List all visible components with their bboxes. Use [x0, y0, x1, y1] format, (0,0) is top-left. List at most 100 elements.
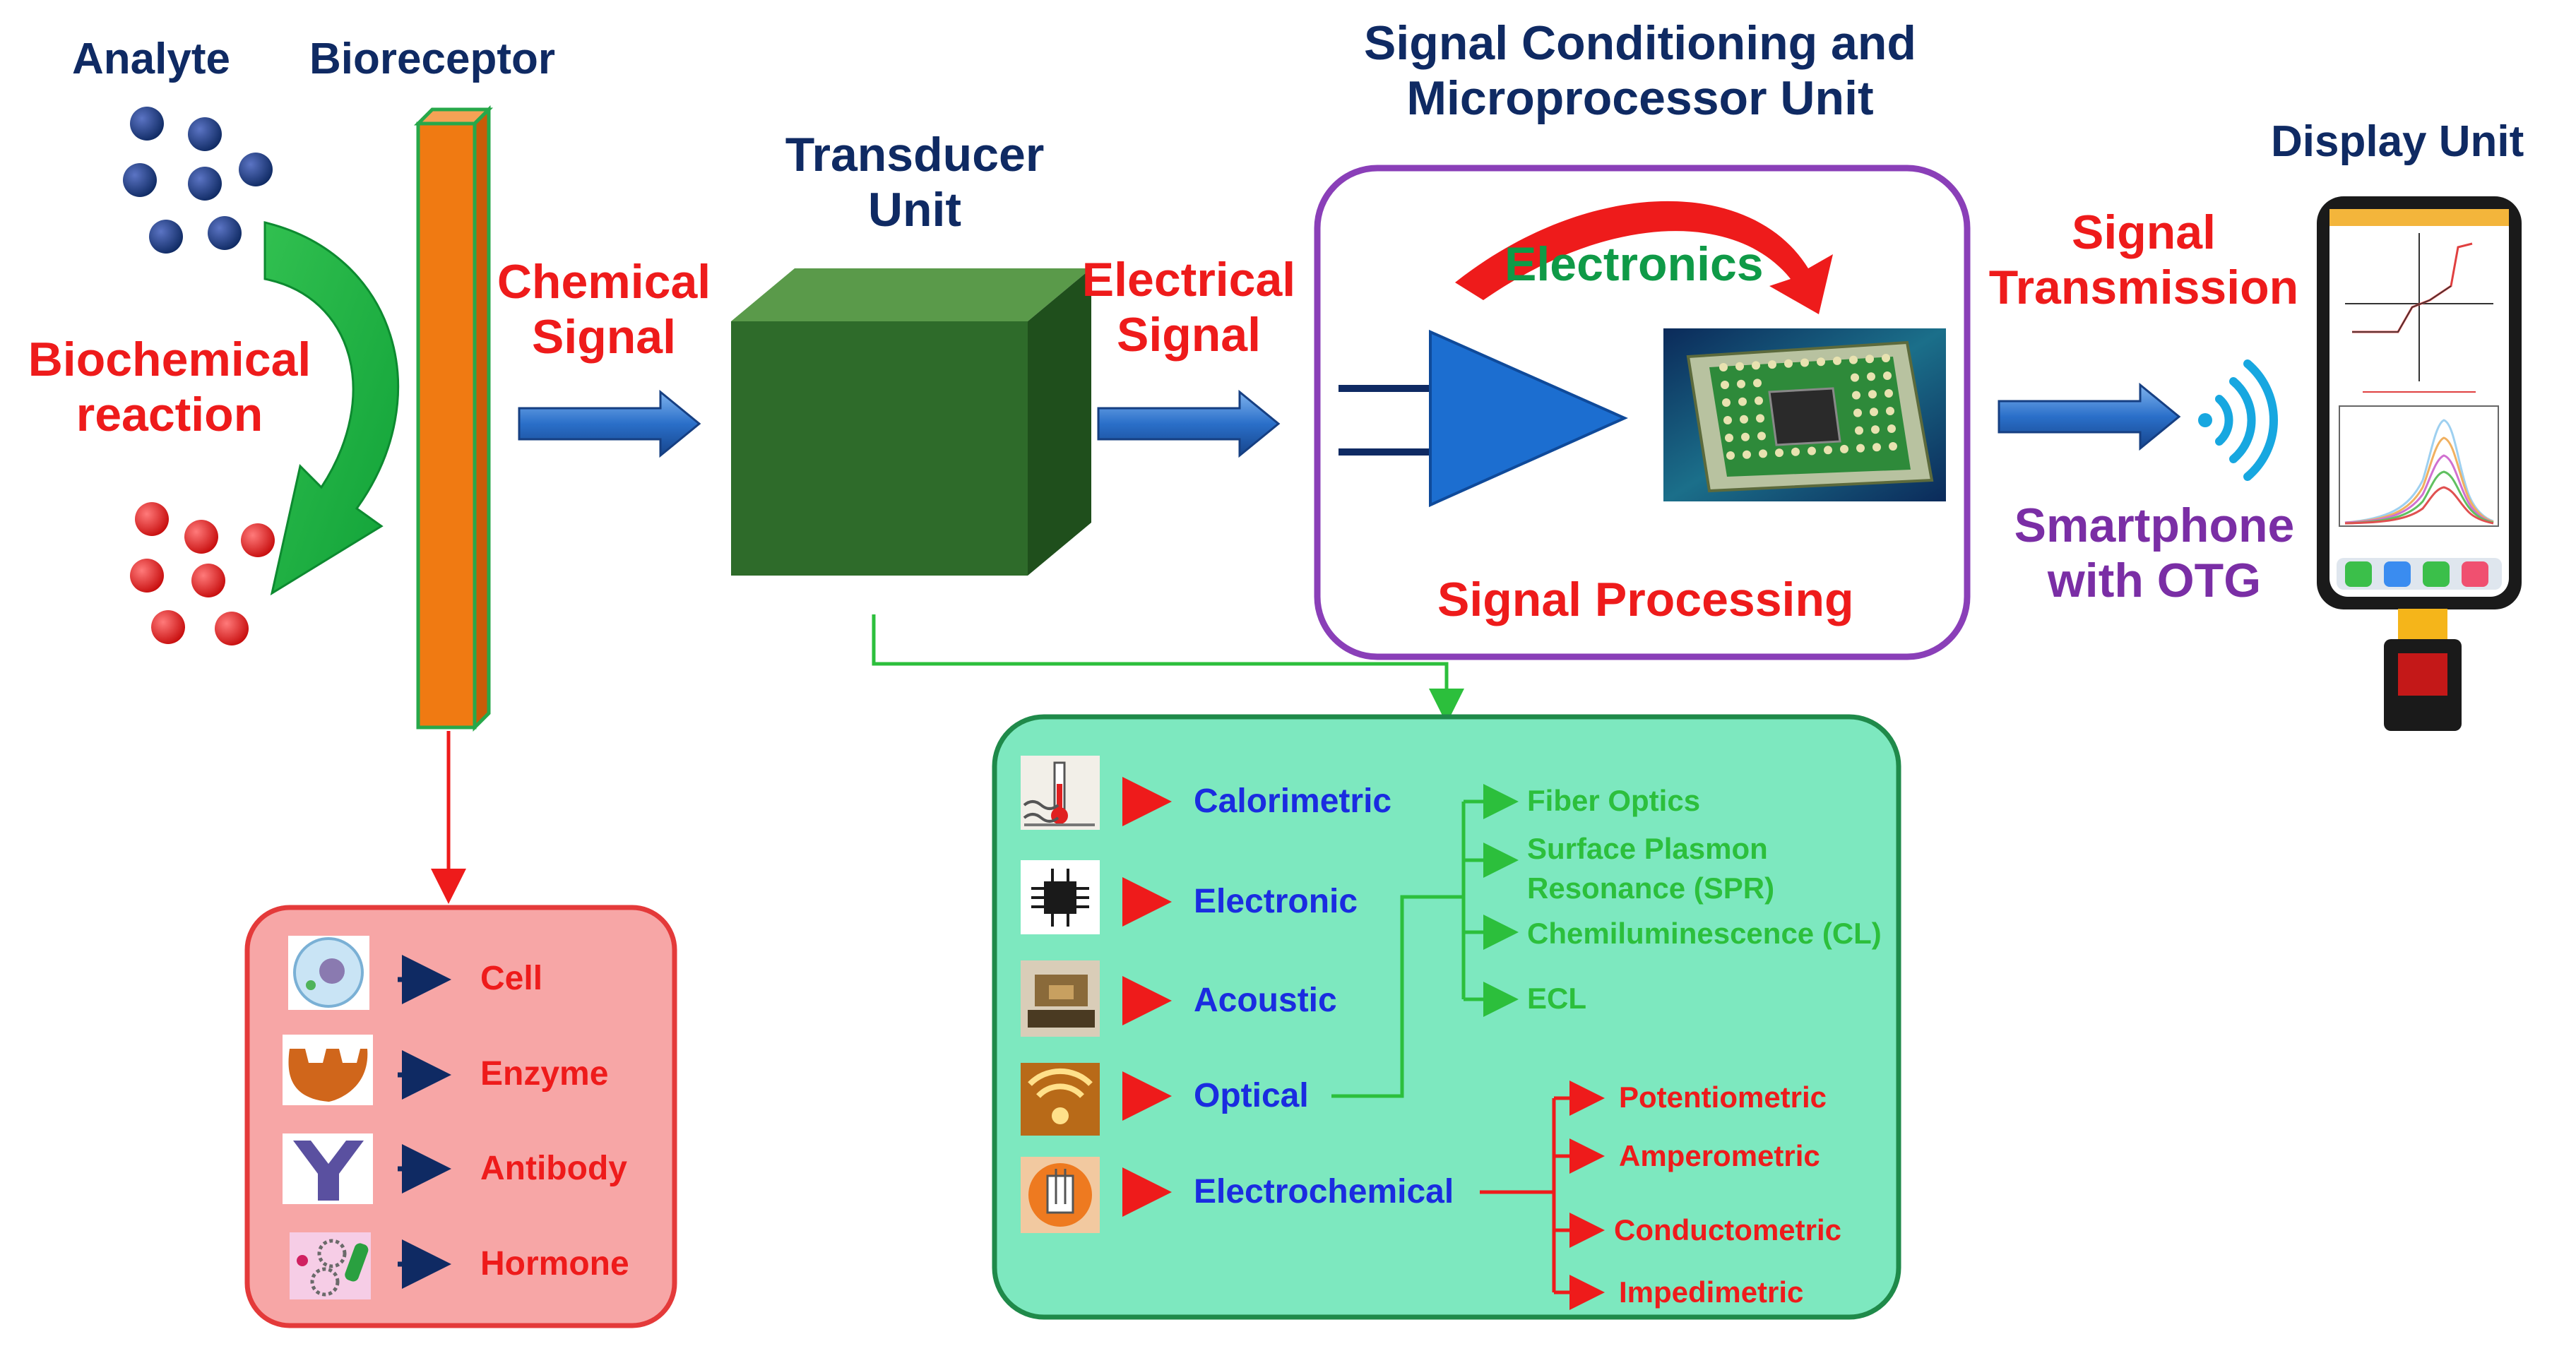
chip-pin: [1887, 424, 1896, 433]
bioreceptor-type-arrows: [398, 955, 451, 1289]
chip-pin: [1889, 442, 1897, 451]
analyte-label: Analyte: [72, 35, 230, 83]
chip-pin: [1865, 355, 1874, 364]
product-molecules: [130, 502, 275, 645]
chip-pin: [1886, 407, 1894, 415]
display-unit-label: Display Unit: [2271, 117, 2524, 166]
electrochem-impedimetric-label: Impedimetric: [1619, 1275, 1804, 1309]
wifi-light-icon: [1021, 1063, 1100, 1136]
optical-branch-lines: [1331, 784, 1519, 1098]
transducer-electronic-label: Electronic: [1194, 883, 1358, 920]
electronics-arrow: [1455, 201, 1833, 314]
analyte-molecules: [123, 107, 273, 254]
chip-pin: [1882, 354, 1890, 362]
smartphone-icon: [2317, 196, 2522, 731]
chip-pin: [1735, 362, 1744, 371]
signal-processing-label: Signal Processing: [1437, 573, 1854, 626]
bioreceptor-bar: [413, 105, 494, 732]
chip-pin: [1852, 391, 1860, 400]
chip-pin: [1800, 358, 1809, 367]
bioreceptor-cell-label: Cell: [480, 960, 543, 997]
transducer-calorimetric-label: Calorimetric: [1194, 782, 1392, 820]
electrochemical-branch-lines: [1480, 1081, 1605, 1310]
bioreceptor-hormone-label: Hormone: [480, 1245, 629, 1282]
chip-pin: [1719, 363, 1728, 371]
transducer-types-box: [992, 714, 1901, 1320]
reaction-arrow: [263, 221, 399, 596]
transducer-unit-label: Transducer Unit: [785, 128, 1045, 237]
chip-pin: [1791, 447, 1800, 456]
chip-pin: [1740, 415, 1748, 424]
signal-transmission-label: Signal Transmission: [1988, 206, 2299, 315]
electronics-label: Electronics: [1504, 237, 1764, 291]
acoustic-icon: [1021, 960, 1100, 1037]
chip-pin: [1824, 446, 1832, 455]
chip-pin: [1872, 443, 1881, 452]
chip-pin: [1868, 390, 1877, 399]
antibody-icon: [283, 1133, 373, 1204]
chip-pin: [1759, 449, 1767, 458]
smartphone-label: Smartphone with OTG: [2014, 499, 2295, 608]
chip-pin: [1753, 379, 1762, 388]
cell-icon: [288, 936, 369, 1010]
chip-pin: [1833, 356, 1841, 365]
chip-pin: [1849, 355, 1858, 364]
chip-pin: [1722, 398, 1731, 407]
optical-spr-label-line1: Surface Plasmon: [1527, 832, 1768, 865]
bioreceptor-types-box: [244, 905, 677, 1328]
bioreceptor-label: Bioreceptor: [309, 35, 555, 83]
transducer-cube: [731, 268, 1091, 576]
transducer-electrochemical-label: Electrochemical: [1194, 1173, 1454, 1210]
bioreceptor-antibody-label: Antibody: [480, 1150, 627, 1187]
chip-pin: [1853, 408, 1862, 417]
electrochem-potentiometric-label: Potentiometric: [1619, 1081, 1827, 1114]
chip-icon: [1021, 860, 1100, 934]
chip-pin: [1743, 450, 1751, 459]
chip-pin: [1752, 361, 1760, 370]
chip-pin: [1723, 416, 1732, 424]
wireless-signal-icon: [2198, 359, 2278, 481]
chip-pin: [1756, 414, 1764, 423]
chip-pin: [1725, 434, 1733, 442]
chip-pin: [1883, 371, 1892, 380]
electrochem-conductometric-label: Conductometric: [1614, 1213, 1842, 1246]
biochemical-reaction-label: Biochemical reaction: [28, 333, 311, 442]
transducer-type-arrows: [1122, 777, 1172, 1217]
transducer-optical-label: Optical: [1194, 1077, 1309, 1114]
optical-fiber-optics-label: Fiber Optics: [1527, 784, 1701, 817]
chip-pin: [1738, 397, 1747, 406]
flow-arrows: [518, 382, 2181, 458]
hormone-icon: [290, 1232, 371, 1299]
electrochem-amperometric-label: Amperometric: [1619, 1139, 1820, 1172]
chip-pin: [1884, 389, 1893, 398]
microprocessor-chip-icon: [1663, 328, 1946, 501]
chip-pin: [1741, 432, 1750, 441]
chip-pin: [1737, 379, 1745, 388]
chip-pin: [1870, 407, 1878, 417]
chip-pin: [1755, 396, 1763, 405]
chip-pin: [1768, 360, 1776, 369]
chip-pin: [1851, 373, 1859, 382]
chip-pin: [1817, 357, 1825, 367]
chip-pin: [1840, 444, 1848, 453]
optical-spr-label-line2: Resonance (SPR): [1527, 871, 1775, 905]
chip-pin: [1784, 359, 1793, 368]
enzyme-icon: [283, 1035, 373, 1105]
optical-ecl-label: ECL: [1527, 982, 1586, 1015]
chip-pin: [1871, 425, 1880, 434]
chip-pin: [1855, 426, 1863, 435]
chip-pin: [1775, 448, 1783, 458]
amplifier-icon: [1339, 329, 1628, 508]
optical-cl-label: Chemiluminescence (CL): [1527, 917, 1882, 950]
electrode-icon: [1021, 1157, 1100, 1233]
chip-pin: [1757, 432, 1766, 441]
chemical-signal-label: Chemical Signal: [497, 255, 711, 364]
chip-pin: [1808, 446, 1816, 456]
bioreceptor-enzyme-label: Enzyme: [480, 1055, 609, 1093]
chip-pin: [1856, 444, 1865, 453]
chip-pin: [1726, 451, 1735, 460]
transducer-acoustic-label: Acoustic: [1194, 982, 1337, 1019]
electrical-signal-label: Electrical Signal: [1081, 253, 1296, 362]
